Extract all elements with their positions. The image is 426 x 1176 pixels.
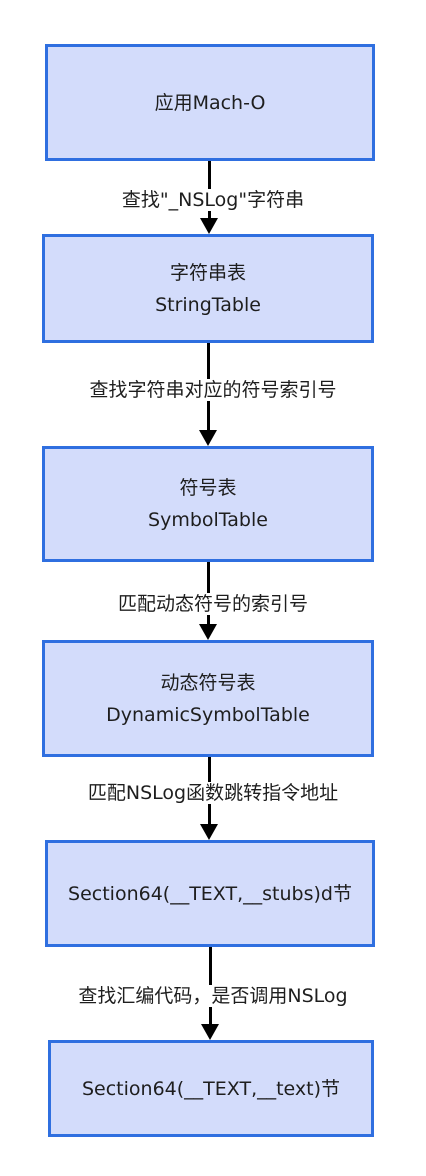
edge-3-arrowhead: [199, 624, 217, 640]
node-section-stubs-label: Section64(__TEXT,__stubs)d节: [68, 882, 352, 905]
edge-4-arrowhead: [200, 824, 218, 840]
edge-1-label: 查找"_NSLog"字符串: [0, 188, 426, 212]
edge-5-label: 查找汇编代码，是否调用NSLog: [0, 984, 426, 1008]
node-mach-o: 应用Mach-O: [45, 44, 375, 161]
edge-2-arrowhead: [199, 430, 217, 446]
node-dynamic-symbol-table: 动态符号表 DynamicSymbolTable: [42, 640, 374, 757]
node-symbol-table-label-en: SymbolTable: [148, 509, 268, 531]
edge-1-arrowhead: [200, 218, 218, 234]
edge-3-label: 匹配动态符号的索引号: [0, 592, 426, 616]
node-string-table-label-en: StringTable: [155, 293, 261, 316]
node-dynamic-symbol-table-label-en: DynamicSymbolTable: [106, 703, 310, 726]
node-symbol-table-label-cn: 符号表: [179, 477, 237, 499]
node-mach-o-label: 应用Mach-O: [154, 91, 266, 114]
node-string-table-label-cn: 字符串表: [169, 261, 246, 284]
edge-2-label: 查找字符串对应的符号索引号: [0, 378, 426, 402]
node-section-text-label: Section64(__TEXT,__text)节: [81, 1077, 341, 1100]
node-symbol-table: 符号表 SymbolTable: [42, 446, 374, 562]
edge-5-arrowhead: [201, 1024, 219, 1040]
node-section-text: Section64(__TEXT,__text)节: [48, 1040, 374, 1137]
node-dynamic-symbol-table-label-cn: 动态符号表: [160, 671, 256, 694]
node-string-table: 字符串表 StringTable: [42, 234, 374, 343]
node-section-stubs: Section64(__TEXT,__stubs)d节: [45, 840, 375, 947]
edge-4-label: 匹配NSLog函数跳转指令地址: [0, 781, 426, 805]
